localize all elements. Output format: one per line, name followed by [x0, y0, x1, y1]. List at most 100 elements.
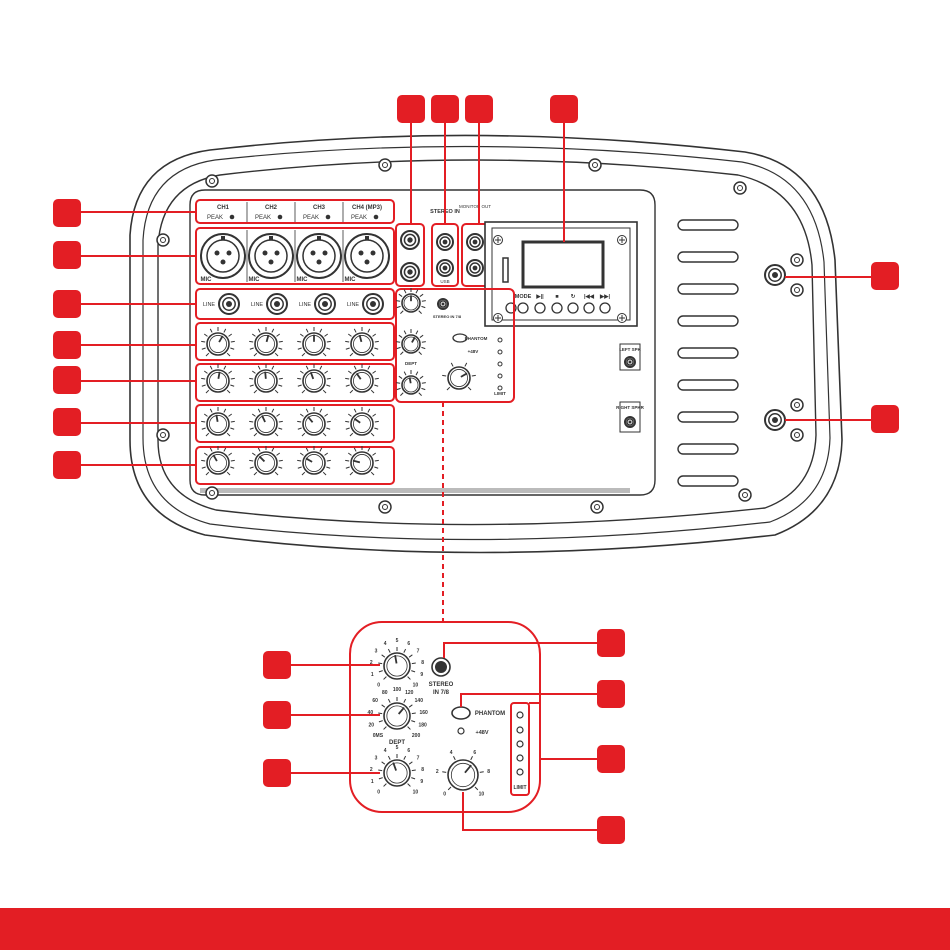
mp3-button-label: ▶▶| — [599, 293, 610, 300]
knob-body — [206, 451, 230, 475]
vent-slot — [677, 251, 739, 263]
detail-dept-tick: 40 — [368, 710, 374, 716]
channel-knob — [201, 407, 235, 437]
knob-tick — [278, 384, 283, 387]
knob-tick — [274, 471, 279, 476]
knob-tick — [297, 427, 302, 430]
channel-knob — [249, 327, 283, 357]
knob-body — [401, 334, 421, 354]
xlr-pin — [364, 259, 370, 265]
mic-label: MIC — [345, 277, 357, 283]
knob-tick — [230, 347, 235, 350]
callout-badge — [263, 701, 291, 729]
jack-core — [226, 301, 232, 307]
knob-tick — [374, 420, 379, 423]
detail-dept-label: DEPT — [389, 740, 405, 746]
knob-tick — [471, 374, 476, 377]
detail-knob1-tick: 5 — [396, 638, 399, 644]
row-knob-frame — [195, 363, 395, 402]
knob-tick — [374, 377, 379, 380]
xlr-pin — [274, 250, 280, 256]
knob-ring — [209, 372, 227, 390]
chassis-outline-2 — [142, 145, 831, 541]
knob-tick — [322, 471, 327, 476]
screw — [205, 486, 219, 500]
knob-pointer — [215, 414, 219, 422]
knob-body — [302, 369, 326, 393]
channel-knob — [201, 364, 235, 394]
channel-knob — [345, 446, 379, 476]
knob-tick — [411, 712, 416, 715]
detail-knob3-tick: 4 — [384, 748, 387, 754]
left-spk-label: LEFT SPK — [619, 347, 642, 352]
callout-badge — [431, 95, 459, 123]
knob-tick — [326, 347, 331, 350]
detail-knob1-tick: 3 — [375, 649, 378, 655]
xlr-pin — [220, 259, 226, 265]
knob-tick — [322, 432, 327, 437]
screw-inner — [742, 492, 748, 498]
knob-tick — [415, 289, 419, 294]
knob-tick — [374, 384, 379, 387]
knob-tick — [271, 447, 275, 452]
knob-tick — [374, 427, 379, 430]
knob-body — [383, 652, 411, 680]
screw — [378, 158, 392, 172]
knob-pointer — [261, 415, 266, 423]
mic-label: MIC — [249, 277, 261, 283]
xlr-latch — [317, 236, 321, 240]
peak-label: PEAK — [351, 215, 367, 221]
knob-body — [254, 451, 278, 475]
knob-tick — [322, 389, 327, 394]
mp3-button-label: ▶|| — [535, 293, 544, 300]
callout-badge — [597, 745, 625, 773]
detail-knob3-tick: 1 — [371, 779, 374, 785]
xlr-pin — [370, 250, 376, 256]
mp3-button-label: ■ — [555, 294, 558, 300]
knob-pointer — [305, 457, 313, 463]
knob-tick — [249, 384, 254, 387]
detail-knob3-tick: 9 — [420, 779, 423, 785]
knob-tick — [301, 352, 306, 357]
detail-master-tick: 4 — [450, 750, 453, 756]
knob-tick — [378, 662, 383, 665]
knob-tick — [274, 389, 279, 394]
callout-badge — [597, 816, 625, 844]
knob-tick — [319, 408, 323, 413]
knob-body — [206, 332, 230, 356]
detail-dept-tick: 100 — [393, 687, 402, 693]
detail-master-tick: 6 — [473, 750, 476, 756]
knob-tick — [345, 377, 350, 380]
screw — [590, 500, 604, 514]
knob-pointer — [352, 459, 361, 464]
knob-tick — [345, 459, 350, 462]
channel-knob — [249, 407, 283, 437]
channel-knob — [249, 446, 283, 476]
knob-tick — [345, 340, 350, 343]
knob-tick — [421, 341, 426, 343]
knob-tick — [374, 459, 379, 462]
detail-knob1-tick: 2 — [370, 660, 373, 666]
knob-tick — [301, 389, 306, 394]
callout-badge — [397, 95, 425, 123]
knob-tick — [201, 377, 206, 380]
detail-master-tick: 10 — [479, 791, 485, 797]
detail-phantom-button — [451, 706, 471, 720]
knob-tick — [278, 377, 283, 380]
knob-tick — [403, 755, 407, 760]
knob-tick — [297, 347, 302, 350]
knob-tick — [257, 328, 261, 333]
knob-ring — [403, 377, 419, 393]
knob-tick — [407, 783, 411, 787]
knob-body — [401, 375, 421, 395]
knob-tick — [381, 704, 386, 708]
knob-body — [383, 759, 411, 787]
knob-ring — [386, 762, 408, 784]
knob-tick — [367, 365, 371, 370]
knob-tick — [251, 452, 256, 456]
knob-tick — [421, 382, 426, 384]
knob-ring — [353, 415, 371, 433]
knob-pointer — [212, 454, 218, 462]
knob-tick — [201, 459, 206, 462]
channel-knob — [345, 407, 379, 437]
